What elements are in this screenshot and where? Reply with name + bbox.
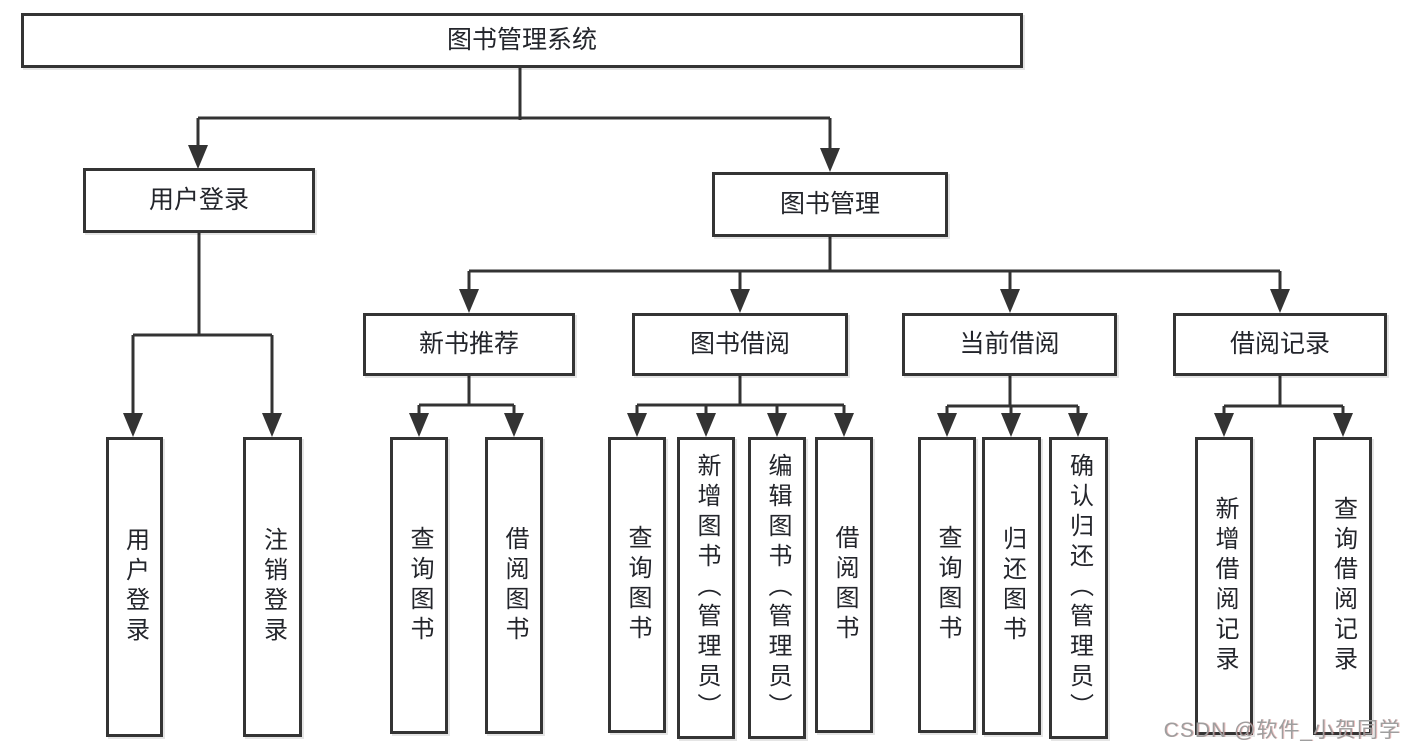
leaf-return-book: 归还图书	[982, 437, 1041, 735]
arrowhead-icon	[1068, 413, 1088, 437]
arrowhead-icon	[188, 145, 208, 169]
leaf-borrow-book-2: 借阅图书	[815, 437, 873, 733]
arrowhead-icon	[123, 413, 143, 437]
arrowhead-icon	[1001, 413, 1021, 437]
arrowhead-icon	[937, 413, 957, 437]
leaf-logout: 注销登录	[243, 437, 302, 737]
leaf-user-login: 用户登录	[106, 437, 163, 737]
leaf-add-book-admin: 新增图书（管理员）	[677, 437, 735, 739]
leaf-edit-book-admin: 编辑图书（管理员）	[748, 437, 806, 739]
leaf-query-book-3: 查询图书	[918, 437, 976, 733]
node-root: 图书管理系统	[21, 13, 1023, 68]
node-current-borrowing: 当前借阅	[902, 313, 1117, 376]
arrowhead-icon	[767, 413, 787, 437]
node-borrowing-records: 借阅记录	[1173, 313, 1387, 376]
arrowhead-icon	[1270, 289, 1290, 313]
watermark: CSDN @软件_小贺同学	[1163, 719, 1401, 742]
leaf-query-book-2: 查询图书	[608, 437, 666, 733]
arrowhead-icon	[1214, 413, 1234, 437]
node-new-book-recommend: 新书推荐	[363, 313, 575, 376]
leaf-borrow-book-1: 借阅图书	[485, 437, 543, 734]
arrowhead-icon	[409, 413, 429, 437]
arrowhead-icon	[730, 289, 750, 313]
arrowhead-icon	[696, 413, 716, 437]
leaf-query-book-1: 查询图书	[390, 437, 448, 734]
node-book-borrowing: 图书借阅	[632, 313, 848, 376]
arrowhead-icon	[262, 413, 282, 437]
arrowhead-icon	[820, 148, 840, 172]
arrowhead-icon	[459, 289, 479, 313]
leaf-query-borrow-record: 查询借阅记录	[1313, 437, 1372, 735]
arrowhead-icon	[627, 413, 647, 437]
arrowhead-icon	[1333, 413, 1353, 437]
leaf-confirm-return-admin: 确认归还（管理员）	[1049, 437, 1108, 739]
arrowhead-icon	[504, 413, 524, 437]
arrowhead-icon	[834, 413, 854, 437]
leaf-add-borrow-record: 新增借阅记录	[1195, 437, 1253, 735]
arrowhead-icon	[1000, 289, 1020, 313]
node-user-login: 用户登录	[83, 168, 315, 233]
node-book-management: 图书管理	[712, 172, 948, 237]
